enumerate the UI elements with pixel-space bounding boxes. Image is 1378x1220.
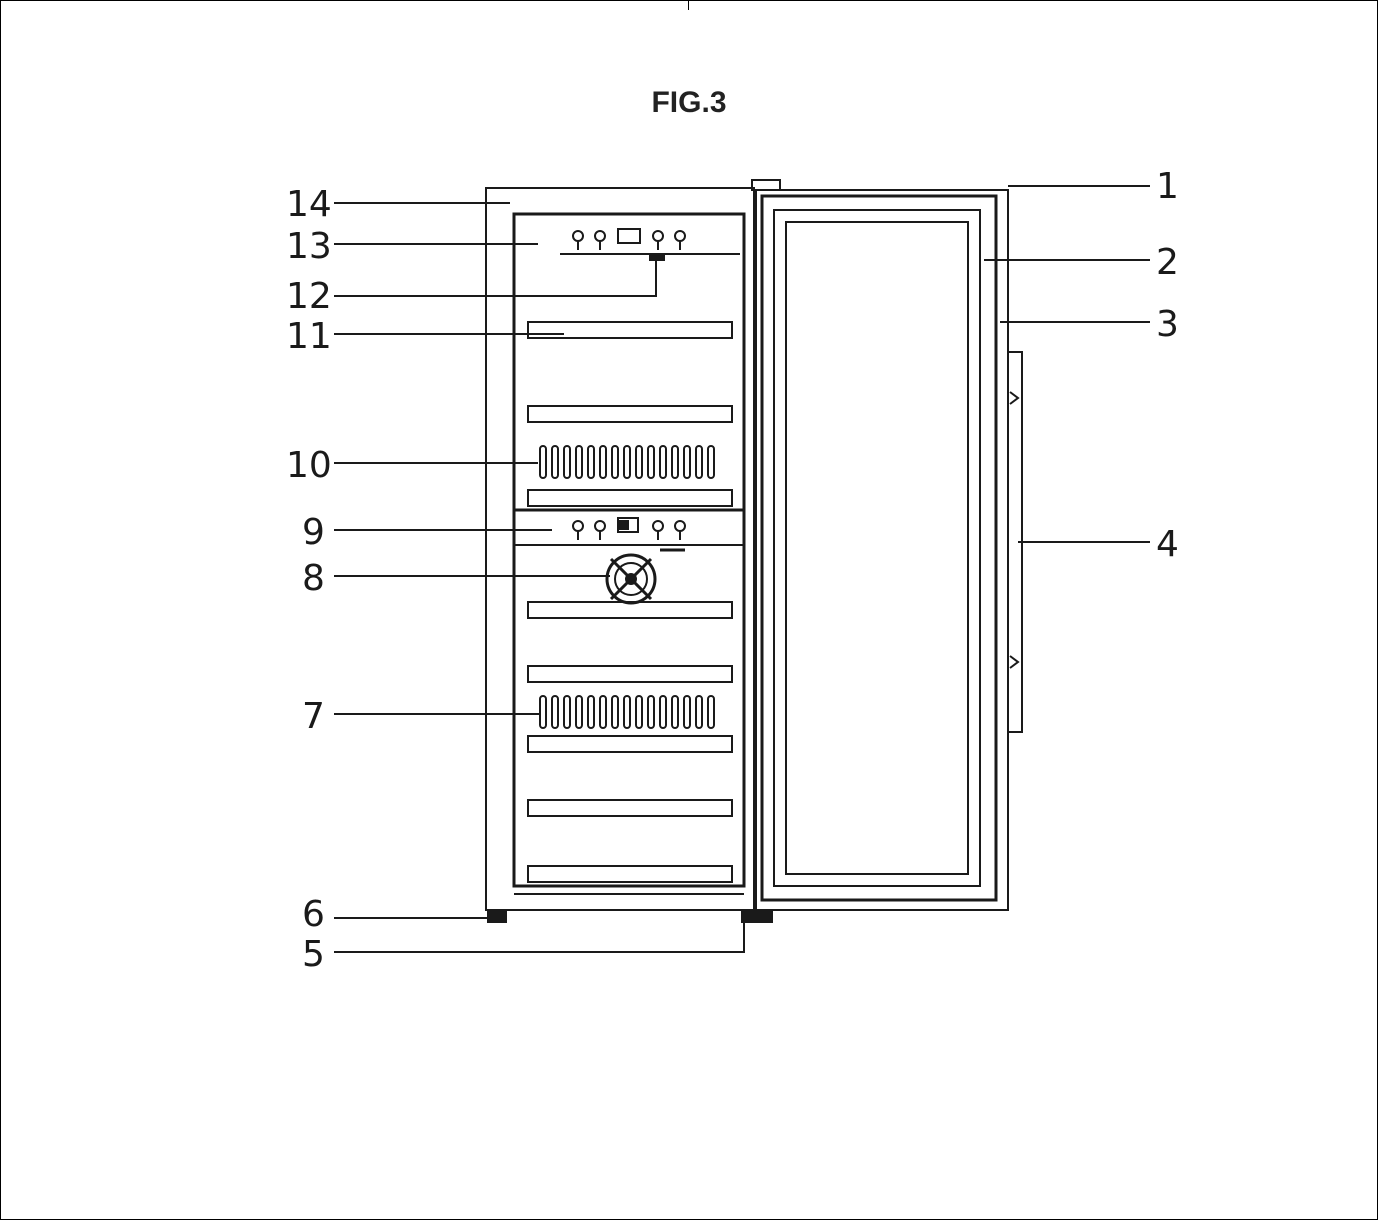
callout-11: 11 <box>286 316 332 357</box>
fin <box>695 445 703 479</box>
callout-6: 6 <box>302 894 325 935</box>
hinge-bottom <box>741 909 773 923</box>
fin <box>707 695 715 729</box>
foot-left <box>487 909 507 923</box>
callout-5: 5 <box>302 934 325 975</box>
fin <box>647 695 655 729</box>
callout-1: 1 <box>1156 166 1179 207</box>
evaporator-upper <box>539 445 715 479</box>
fin <box>671 445 679 479</box>
fin <box>611 695 619 729</box>
fin <box>683 695 691 729</box>
fin <box>671 695 679 729</box>
top-control-panel <box>560 228 740 261</box>
fin <box>563 445 571 479</box>
fan <box>605 553 657 605</box>
fin <box>599 445 607 479</box>
callout-9: 9 <box>302 512 325 553</box>
leader-lines <box>334 185 1150 953</box>
hinge-top <box>751 179 781 191</box>
callout-numbers: 1 2 3 4 5 6 7 8 9 10 11 12 13 14 <box>286 166 1179 975</box>
callout-14: 14 <box>286 184 332 225</box>
fin <box>575 695 583 729</box>
callout-4: 4 <box>1156 524 1179 565</box>
fin <box>563 695 571 729</box>
fin <box>635 445 643 479</box>
fin <box>551 695 559 729</box>
fin <box>551 445 559 479</box>
fin <box>647 445 655 479</box>
callout-3: 3 <box>1156 304 1179 345</box>
cabinet-body <box>485 187 755 911</box>
fin <box>539 445 547 479</box>
evaporator-lower <box>539 695 715 729</box>
fin <box>683 445 691 479</box>
fin <box>623 695 631 729</box>
figure-title: FIG.3 <box>651 86 727 119</box>
callout-12: 12 <box>286 276 332 317</box>
callout-7: 7 <box>302 696 325 737</box>
door <box>755 189 1023 911</box>
fin <box>587 695 595 729</box>
fin <box>539 695 547 729</box>
shelves <box>527 321 733 883</box>
fin <box>611 445 619 479</box>
fin <box>587 445 595 479</box>
top-tick <box>688 0 689 10</box>
callout-10: 10 <box>286 445 332 486</box>
fin <box>659 695 667 729</box>
callout-13: 13 <box>286 226 332 267</box>
callout-8: 8 <box>302 558 325 599</box>
cabinet-interior <box>512 212 746 888</box>
fin <box>659 445 667 479</box>
fin <box>575 445 583 479</box>
fin <box>695 695 703 729</box>
fin <box>707 445 715 479</box>
fin <box>623 445 631 479</box>
lower-control-panel <box>572 517 686 552</box>
callout-2: 2 <box>1156 242 1179 283</box>
fin <box>635 695 643 729</box>
fin <box>599 695 607 729</box>
